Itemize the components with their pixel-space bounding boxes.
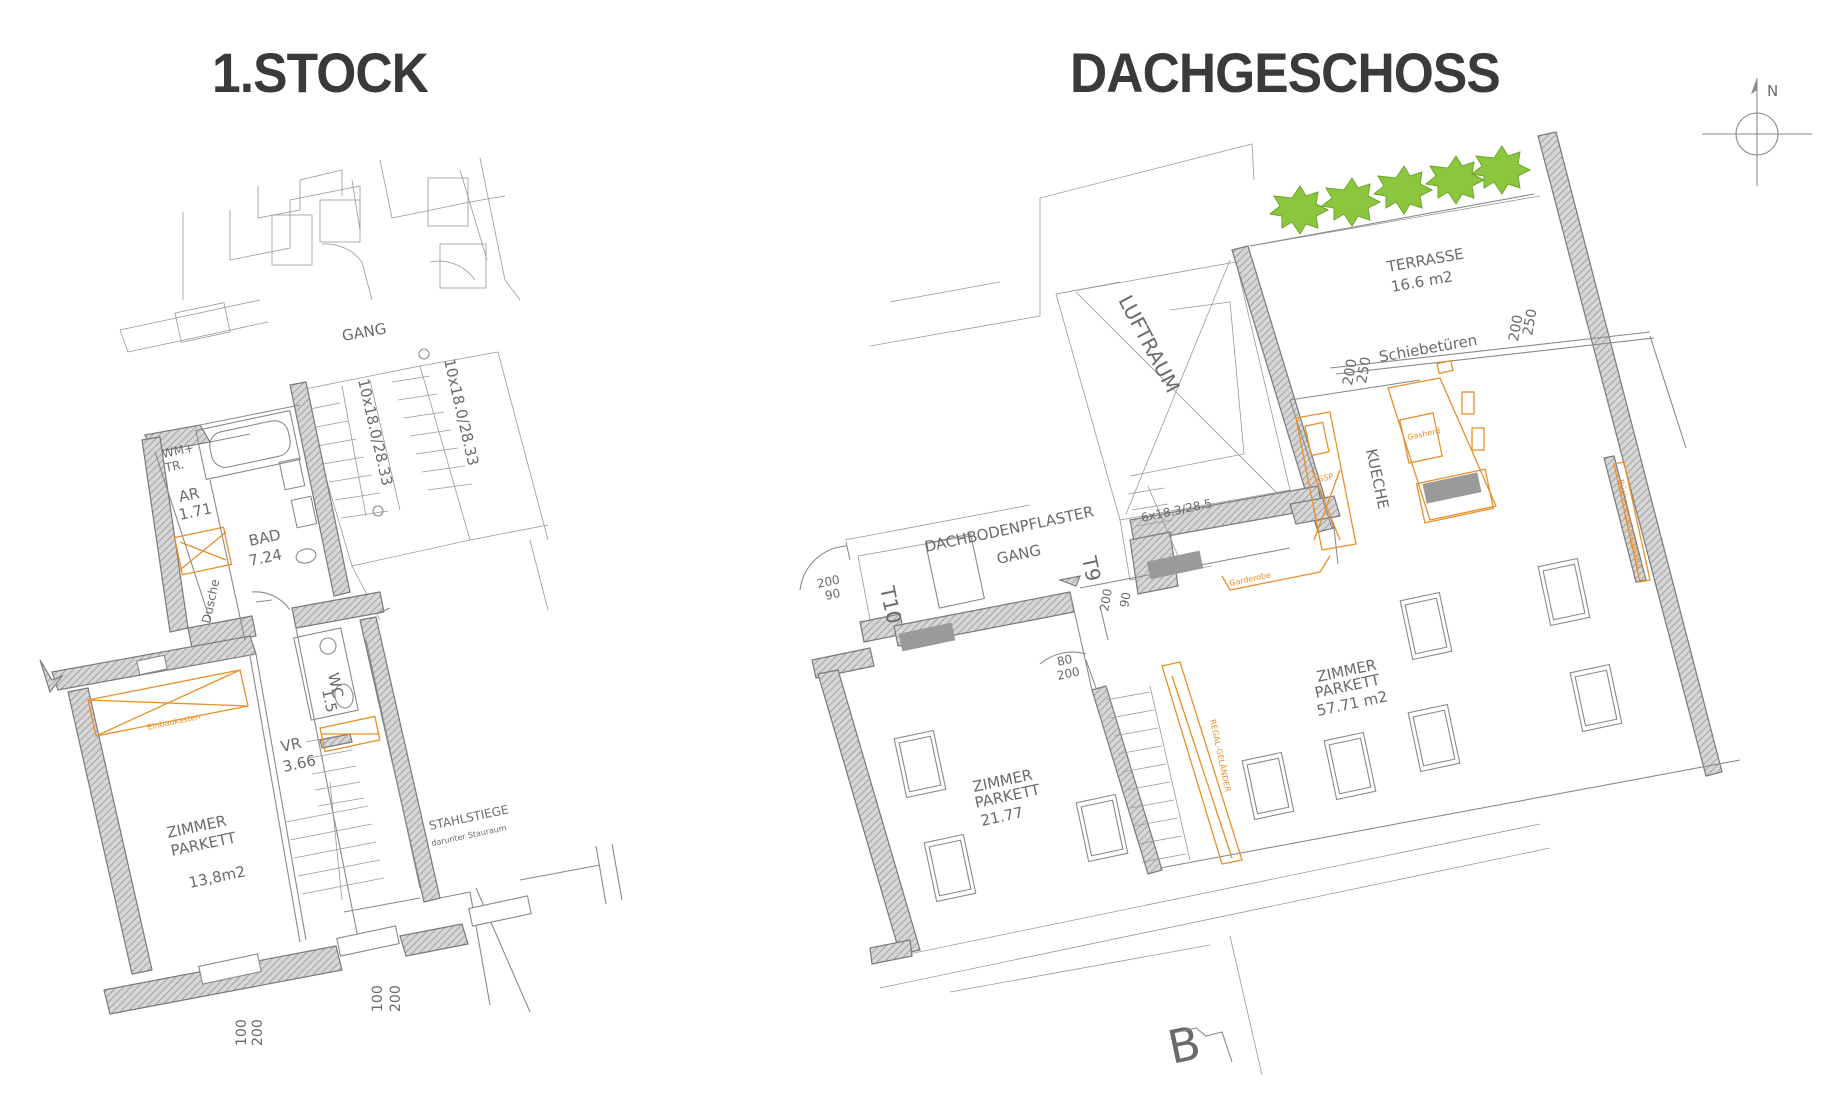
dim-200-a: 200: [250, 1019, 266, 1046]
einbaukasten-label: Einbaukasten: [147, 712, 202, 732]
luftraum-label: LUFTRAUM: [1114, 291, 1185, 397]
dim-200-d: 200: [816, 572, 841, 590]
wm-tr-label-2: TR.: [163, 457, 186, 475]
wc-area: 1.5: [318, 687, 341, 714]
svg-text:B: B: [1163, 1015, 1205, 1074]
floor1-title: 1.STOCK: [212, 41, 429, 104]
terrace-trees: [1268, 145, 1532, 235]
skylights: [893, 557, 1623, 903]
dim-200-b: 200: [1506, 314, 1526, 343]
regal-gelaender-label: REGAL-GELÄNDER: [1208, 718, 1233, 793]
dim-200-c: 200: [1056, 664, 1081, 682]
floor1-plan: 10x18.0/28.33 10x18.0/28.33 GANG: [39, 157, 623, 1046]
dim-90-a: 90: [1117, 591, 1133, 608]
floor1-stair-a-label: 10x18.0/28.33: [354, 377, 396, 488]
attic-title: DACHGESCHOSS: [1070, 41, 1501, 104]
dim-250-b: 250: [1520, 308, 1540, 337]
attic-gang-label: GANG: [995, 541, 1042, 568]
floor1-stair-treads: [304, 375, 473, 519]
compass-icon: N: [1702, 78, 1812, 186]
ar-label: AR: [177, 484, 201, 506]
wm-tr-label-1: WM+: [161, 441, 195, 461]
section-marker-b: B: [1163, 1015, 1233, 1075]
attic-kitchen-furniture: [1161, 359, 1651, 865]
dim-100-b: 100: [370, 985, 386, 1012]
attic-stair-treads: [1105, 485, 1191, 863]
dim-250-a: 250: [1354, 356, 1374, 385]
dim-100-a: 100: [234, 1019, 250, 1046]
door-tag-t9: T9: [1077, 553, 1106, 583]
attic-sinks: [898, 472, 1482, 652]
dim-200-e: 200: [1097, 588, 1115, 613]
dim-80: 80: [1056, 652, 1074, 669]
compass-north-label: N: [1767, 82, 1778, 100]
wc-label: WC: [324, 671, 347, 700]
gsp-label: GSP: [1317, 472, 1335, 484]
vr-stair-treads: [285, 733, 385, 901]
dusche-label: Dusche: [199, 578, 222, 625]
kueche-label: KUECHE: [1362, 447, 1392, 511]
floor1-zimmer-area: 13,8m2: [187, 862, 247, 892]
attic-plan: Garderobe GSP Gasherd Bücherregal eingeb…: [799, 131, 1741, 1076]
dim-200-a: 200: [1340, 358, 1360, 387]
dim-90-b: 90: [824, 586, 842, 603]
gasherd-label: Gasherd: [1407, 426, 1442, 442]
vr-label: VR: [279, 734, 303, 756]
floor1-stair-b-label: 10x18.0/28.33: [440, 357, 482, 468]
dim-200-b: 200: [388, 985, 404, 1012]
schiebetueren-label: Schiebetüren: [1378, 331, 1479, 366]
floor1-gang-label: GANG: [341, 319, 388, 344]
